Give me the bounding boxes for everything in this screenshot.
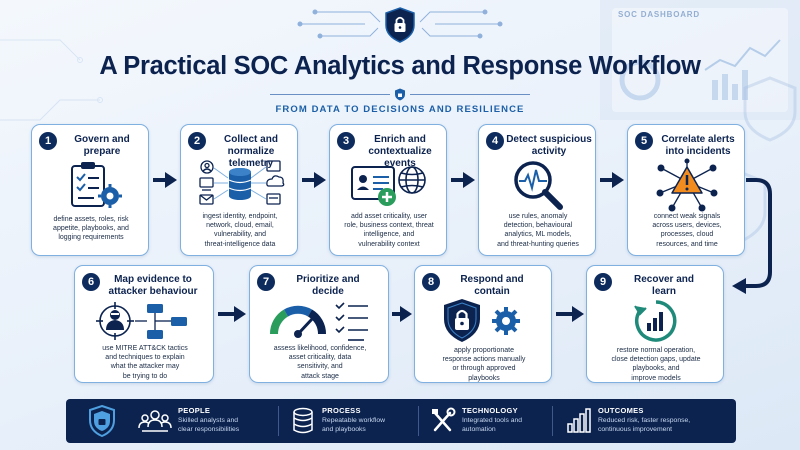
pillar-divider: [418, 406, 419, 436]
attacker-map-icon: [96, 302, 187, 340]
pillar-title: OUTCOMES: [598, 406, 644, 415]
flow-arrow-6-7: [218, 306, 246, 322]
gauge-checklist-icon: [269, 302, 368, 341]
flow-arrow-7-8: [392, 306, 412, 322]
pillar-description: Reduced risk, faster response,continuous…: [598, 417, 691, 433]
bar-chart-icon: [567, 408, 591, 433]
step-badge: 3: [337, 132, 355, 150]
pillar-divider: [278, 406, 279, 436]
flow-arrow-5-wrap: [732, 178, 772, 294]
large-shield-icon: [89, 405, 115, 437]
step-badge: 9: [594, 273, 612, 291]
flow-arrow-8-9: [556, 306, 584, 322]
step-badge: 6: [82, 273, 100, 291]
step-description: assess likelihood, confidence,asset crit…: [273, 345, 367, 380]
step-badge: 8: [422, 273, 440, 291]
pillar-outcomes: OUTCOMES Reduced risk, faster response,c…: [562, 399, 732, 443]
database-sources-icon: [199, 160, 285, 205]
flow-arrow-3-4: [451, 172, 475, 188]
step-description: restore normal operation,close detection…: [611, 347, 701, 382]
pillar-title: TECHNOLOGY: [462, 406, 518, 415]
pillar-title: PROCESS: [322, 406, 361, 415]
dashboard-label: SOC DASHBOARD: [618, 10, 700, 19]
database-stack-icon: [293, 407, 313, 434]
people-icon: [138, 410, 172, 432]
pillar-divider: [552, 406, 553, 436]
flow-arrow-4-5: [600, 172, 624, 188]
alert-network-icon: [656, 158, 718, 212]
page-title: A Practical SOC Analytics and Response W…: [99, 52, 701, 80]
tools-icon: [432, 407, 456, 432]
recovery-chart-icon: [634, 300, 677, 342]
flow-arrow-1-2: [153, 172, 177, 188]
step-description: ingest identity, endpoint,network, cloud…: [202, 213, 278, 248]
small-shield-icon: [395, 88, 405, 101]
pillar-title: PEOPLE: [178, 406, 211, 415]
page-subtitle: FROM DATA TO DECISIONS AND RESILIENCE: [275, 104, 525, 115]
step-badge: 1: [39, 132, 57, 150]
subtitle-ornament: [0, 88, 800, 102]
magnifier-pulse-icon: [514, 161, 563, 210]
step-badge: 4: [486, 132, 504, 150]
shield-lock-gear-icon: [444, 299, 520, 342]
step-badge: 2: [188, 132, 206, 150]
flow-arrow-2-3: [302, 172, 326, 188]
step-badge: 5: [635, 132, 653, 150]
id-card-globe-icon: [351, 166, 426, 206]
step-badge: 7: [257, 273, 275, 291]
shield-lock-logo-icon: [385, 7, 415, 43]
clipboard-gear-icon: [71, 162, 122, 208]
